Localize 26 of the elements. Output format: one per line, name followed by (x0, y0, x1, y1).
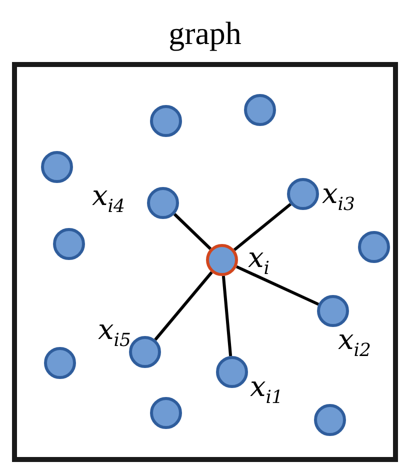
graph-title: graph (168, 15, 242, 52)
vertex-label: x$_{i}$ (248, 244, 270, 278)
graph-vertex (216, 356, 248, 388)
graph-edge (173, 213, 212, 250)
graph-vertex (150, 105, 182, 137)
graph-vertex (129, 336, 161, 368)
graph-vertex (358, 231, 390, 263)
vertex-label: x$_{i2}$ (338, 326, 372, 360)
graph-vertex (44, 347, 76, 379)
graph-vertex (287, 178, 319, 210)
vertex-label: x$_{i5}$ (98, 316, 132, 350)
graph-vertex (41, 151, 73, 183)
graph-vertex (244, 94, 276, 126)
graph-vertex (150, 397, 182, 429)
vertex-label: x$_{i4}$ (92, 182, 126, 216)
graph-vertex (53, 228, 85, 260)
graph-vertex (206, 244, 238, 276)
graph-vertex (147, 187, 179, 219)
graph-edge (154, 271, 213, 341)
graph-edge (233, 202, 292, 252)
graph-edge (236, 265, 320, 306)
graph-vertex (317, 295, 349, 327)
vertex-label: x$_{i3}$ (322, 180, 356, 214)
graph-edge (222, 276, 232, 356)
vertex-label: x$_{i1}$ (250, 373, 284, 407)
graph-vertex (314, 404, 346, 436)
